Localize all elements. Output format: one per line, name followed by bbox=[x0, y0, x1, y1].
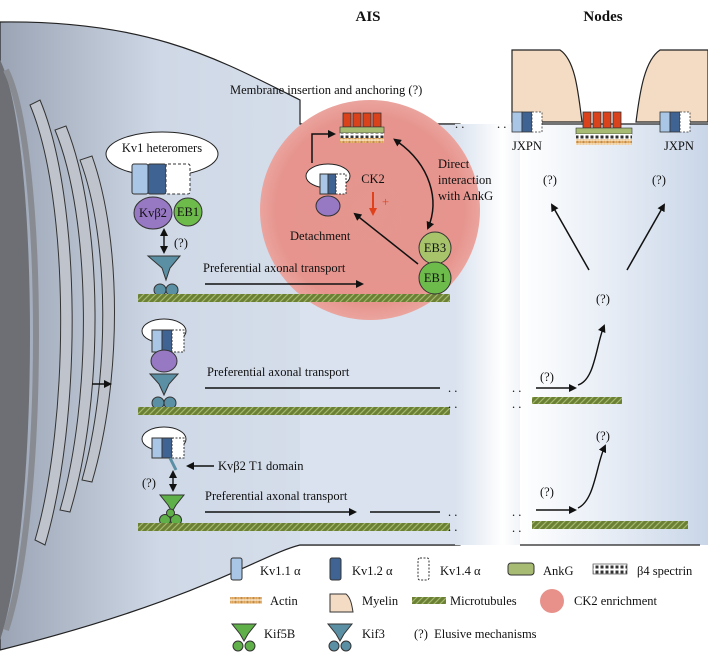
legend-microtubules-swatch bbox=[412, 597, 446, 604]
anchored-channels-ais bbox=[339, 112, 385, 143]
node-arrow-right bbox=[626, 203, 665, 271]
node-right-q: (?) bbox=[652, 173, 666, 187]
node-row3-curve bbox=[577, 444, 607, 509]
t1-domain-label: Kvβ2 T1 domain bbox=[218, 459, 304, 473]
legend-kv11-label: Kv1.1 α bbox=[260, 564, 301, 578]
microtubule-node-2 bbox=[532, 397, 622, 404]
nodes-header: Nodes bbox=[583, 9, 622, 25]
legend-kv14-label: Kv1.4 α bbox=[440, 564, 481, 578]
legend-actin-swatch bbox=[230, 597, 262, 604]
legend-kif3-icon bbox=[326, 623, 354, 652]
eb1-mid-label: EB1 bbox=[424, 271, 446, 285]
node-row2-q: (?) bbox=[540, 370, 554, 384]
kv1-channel-row2 bbox=[151, 329, 185, 353]
legend-ck2-label: CK2 enrichment bbox=[574, 594, 657, 608]
kvb2-q-label: (?) bbox=[174, 236, 188, 250]
transport-label-3: Preferential axonal transport bbox=[205, 489, 348, 503]
legend-b4-label: β4 spectrin bbox=[637, 564, 693, 578]
legend-kv12-swatch bbox=[329, 557, 342, 581]
eb1-top bbox=[173, 197, 203, 227]
microtubule-2 bbox=[138, 407, 450, 415]
node-center-q: (?) bbox=[596, 292, 610, 306]
direct-interaction-label-1: Direct bbox=[438, 157, 470, 171]
eb3-label: EB3 bbox=[424, 241, 446, 255]
detached-channel bbox=[319, 173, 347, 195]
insertion-arrow bbox=[311, 130, 336, 163]
ck2-label: CK2 bbox=[361, 172, 385, 186]
kv1-channel-top bbox=[131, 163, 191, 195]
detachment-label: Detachment bbox=[290, 229, 351, 243]
legend-ankg-label: AnkG bbox=[543, 564, 574, 578]
row3-dots-a: . . bbox=[448, 505, 457, 519]
legend-kif5b-icon bbox=[230, 623, 258, 652]
legend-ankg-swatch bbox=[507, 562, 535, 576]
kv1-channel-row3 bbox=[151, 437, 185, 459]
legend-kif5b-label: Kif5B bbox=[264, 627, 295, 641]
detached-kvb2 bbox=[315, 195, 341, 217]
membrane-dots-2: . . bbox=[497, 117, 506, 131]
node-row2-curve bbox=[577, 324, 606, 386]
legend-ck2-swatch bbox=[540, 589, 564, 613]
legend-kv11-swatch bbox=[230, 557, 243, 581]
legend-microtubules-label: Microtubules bbox=[450, 594, 517, 608]
node-left-q: (?) bbox=[543, 173, 557, 187]
legend-actin-label: Actin bbox=[270, 594, 299, 608]
kv1-heteromers-label: Kv1 heteromers bbox=[122, 141, 202, 155]
transport-label-2: Preferential axonal transport bbox=[207, 365, 350, 379]
legend-b4-swatch bbox=[592, 563, 628, 575]
node-channel-left bbox=[511, 111, 543, 133]
direct-interaction-label-2: interaction bbox=[438, 173, 492, 187]
membrane-dots-1: . . bbox=[455, 117, 464, 131]
microtubule-3 bbox=[138, 523, 450, 531]
microtubule-1 bbox=[138, 294, 450, 302]
microtubule-node-3 bbox=[532, 521, 688, 529]
detachment-arrow bbox=[353, 212, 419, 265]
myelin-right bbox=[635, 49, 708, 123]
jxpn-right-label: JXPN bbox=[664, 139, 694, 153]
legend-kv12-label: Kv1.2 α bbox=[352, 564, 393, 578]
legend-kif3-label: Kif3 bbox=[362, 627, 385, 641]
membrane-insertion-label: Membrane insertion and anchoring (?) bbox=[230, 83, 422, 97]
node-arrow-left bbox=[551, 203, 590, 271]
row2-dots-a: . . bbox=[448, 381, 457, 395]
kvb2-row2 bbox=[150, 349, 178, 373]
legend-elusive-label: (?) Elusive mechanisms bbox=[414, 627, 537, 641]
legend-kv14-swatch bbox=[417, 557, 430, 581]
row2-dots-b: . . bbox=[448, 397, 457, 411]
node-row2-dots: . . bbox=[512, 381, 521, 395]
kvb2-label: Kvβ2 bbox=[139, 206, 167, 220]
ck2-plus: + bbox=[382, 195, 389, 209]
eb1-mid bbox=[418, 261, 452, 295]
ais-header: AIS bbox=[355, 9, 380, 25]
legend-myelin-label: Myelin bbox=[362, 594, 399, 608]
jxpn-left-label: JXPN bbox=[512, 139, 542, 153]
ankg-interaction-arrow bbox=[393, 138, 435, 230]
node-channel-right bbox=[659, 111, 691, 133]
node-region bbox=[520, 124, 708, 545]
kif5b-motor-row3 bbox=[158, 494, 186, 526]
legend-myelin-swatch bbox=[329, 593, 354, 613]
direct-interaction-label-3: with AnkG bbox=[438, 189, 493, 203]
node-anchored-nav bbox=[575, 111, 633, 145]
kif3-motor-row2 bbox=[148, 373, 180, 410]
row3-dots-b: . . bbox=[448, 520, 457, 534]
node-row3-q: (?) bbox=[540, 485, 554, 499]
node-row3-dots-b: . . bbox=[512, 521, 521, 535]
node-row3-q2: (?) bbox=[596, 429, 610, 443]
node-row2-dots-b: . . bbox=[512, 397, 521, 411]
legend: Kv1.1 α Kv1.2 α Kv1.4 α AnkG β4 spectrin… bbox=[230, 557, 693, 652]
transport-label-1: Preferential axonal transport bbox=[203, 261, 346, 275]
myelin-left bbox=[511, 49, 583, 123]
node-row3-dots: . . bbox=[512, 505, 521, 519]
t1-domain-stalk bbox=[168, 457, 178, 471]
kvb2-subunit bbox=[133, 196, 173, 230]
eb1-top-label: EB1 bbox=[177, 205, 199, 219]
nucleus-edge bbox=[0, 60, 30, 640]
golgi-stacks bbox=[29, 99, 115, 546]
t1-q-label: (?) bbox=[142, 476, 156, 490]
